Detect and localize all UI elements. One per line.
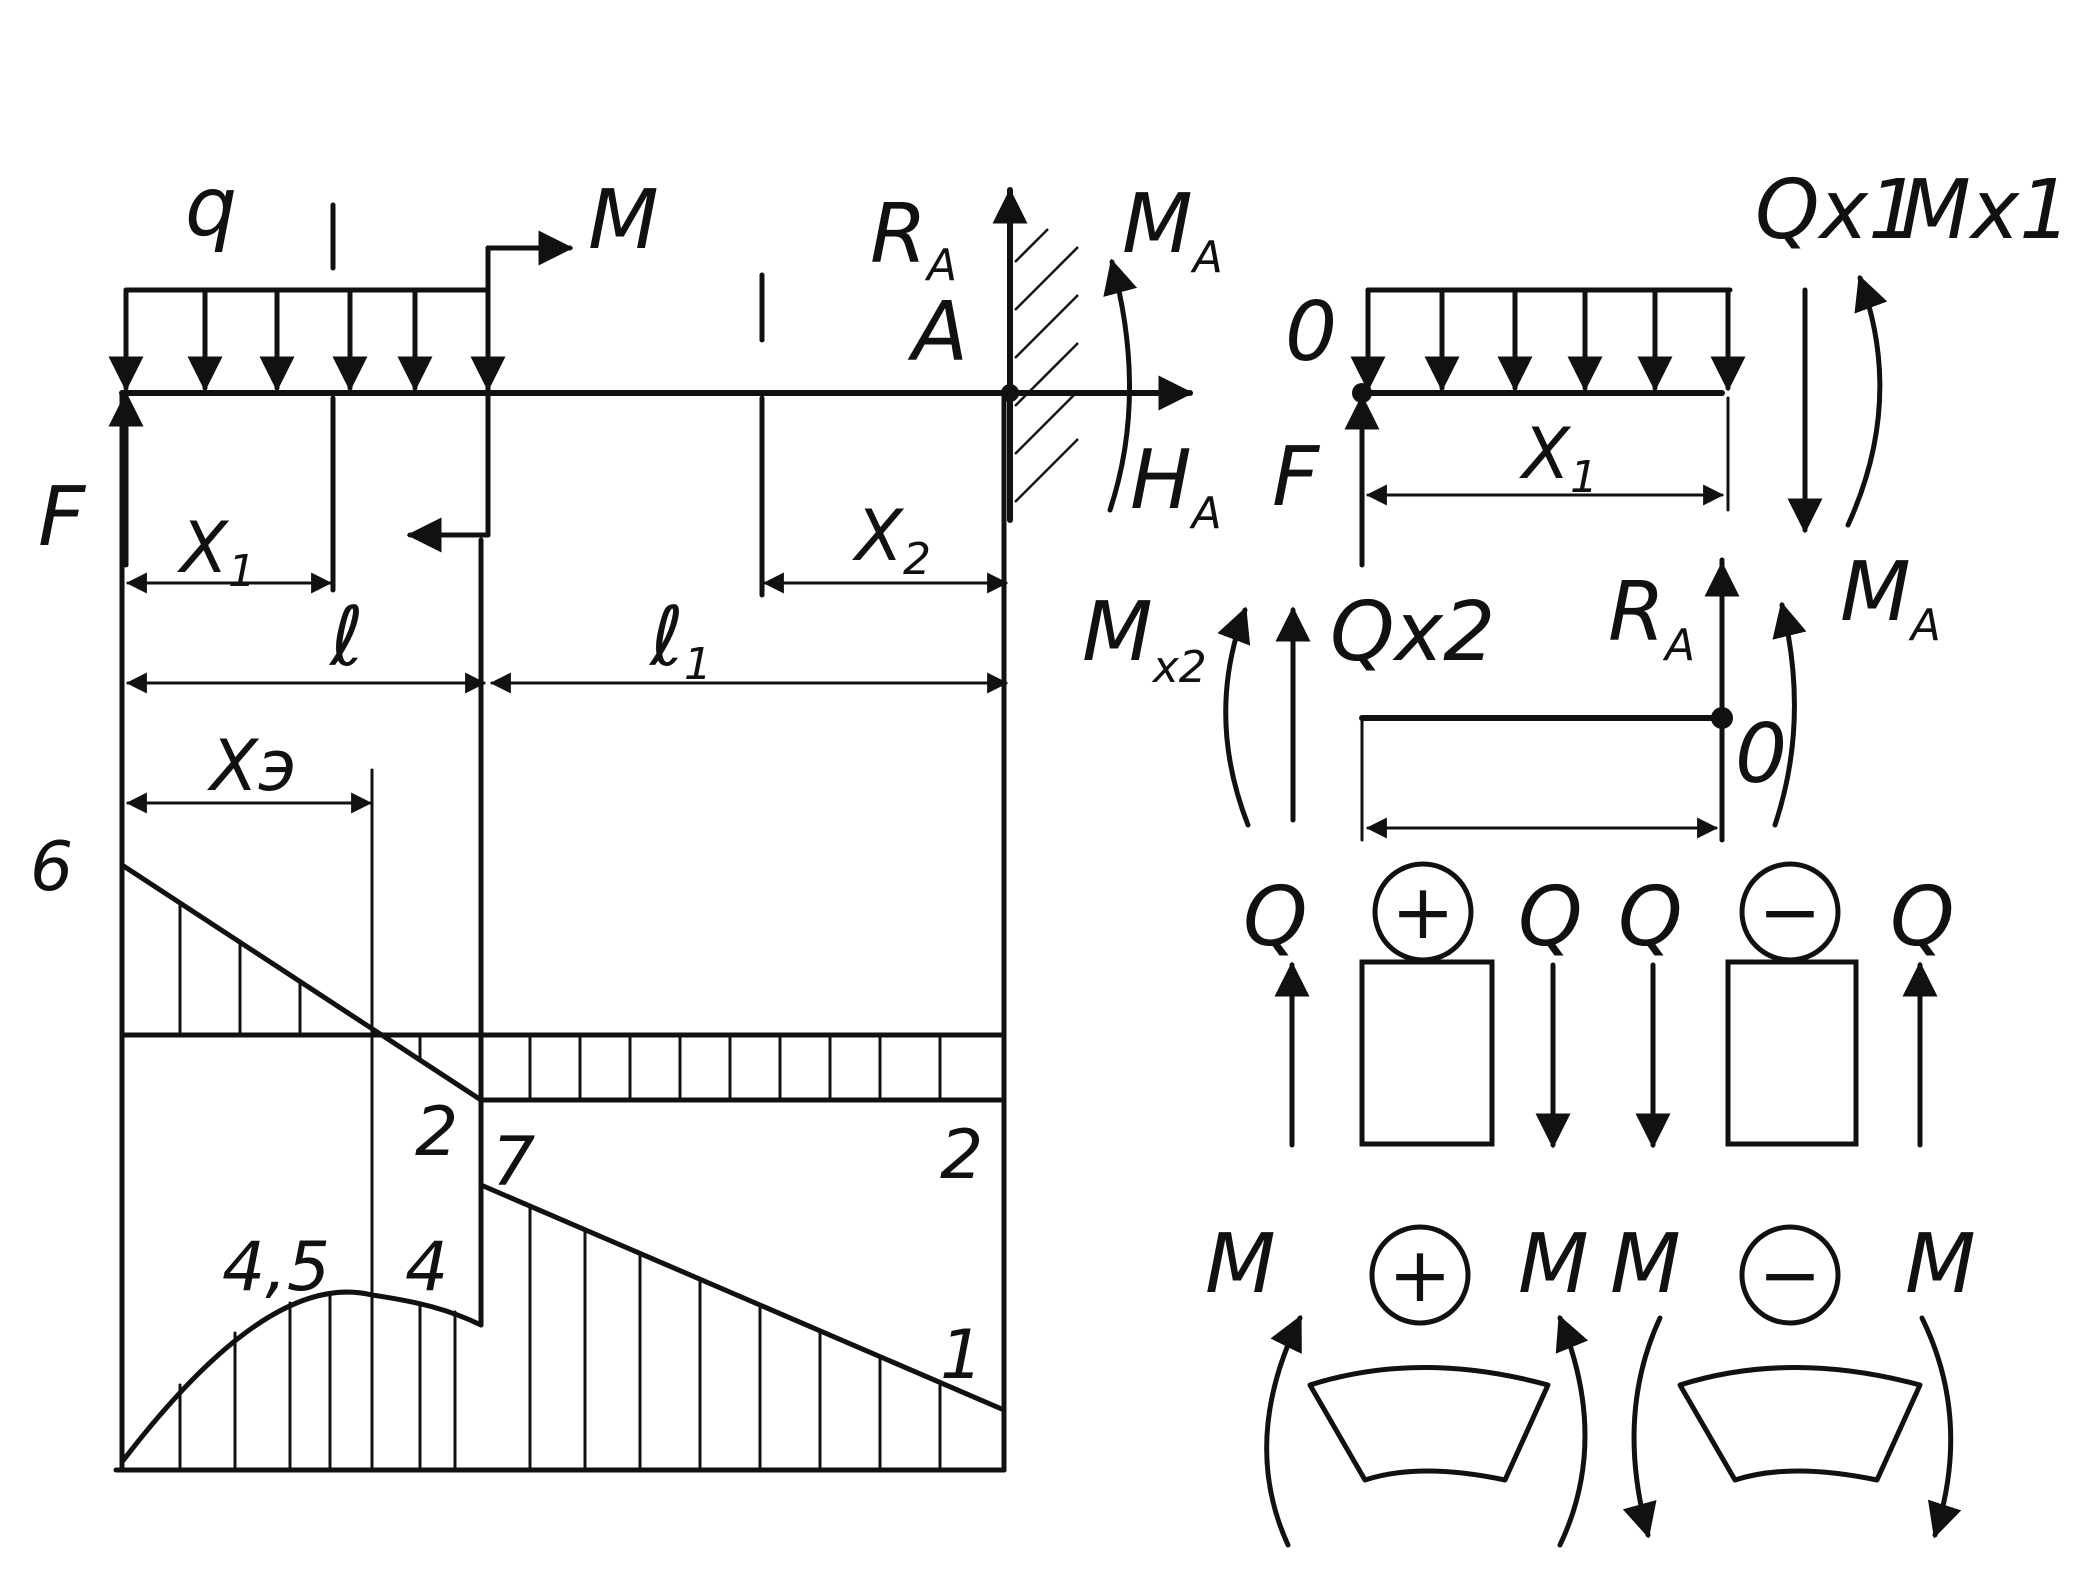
section-2-moment-label: MA [1840, 545, 1941, 651]
section-1-force-label: F [1272, 430, 1321, 525]
shear-minus-sign: − [1758, 867, 1822, 956]
moment-rule-m1: M [1205, 1217, 1276, 1312]
moment-line-segment-2 [478, 1182, 1007, 1413]
section-1-q-label: Qx1 [1755, 163, 1920, 258]
shear-plus-element [1359, 959, 1495, 1147]
section-2-free-body: RA MA 0 Qx2 Mx2 [1082, 545, 1941, 843]
distributed-load-label: q [185, 160, 237, 255]
shear-rule-q3: Q [1618, 870, 1683, 965]
moment-hatching [178, 1204, 942, 1472]
dim-x2-label: X2 [851, 495, 931, 585]
section-2-origin-label: 0 [1735, 707, 1787, 802]
dim-l1-label: ℓ1 [648, 590, 712, 690]
reaction-ra-label: RA [870, 187, 957, 291]
shear-value-mid: 2 [415, 1093, 458, 1172]
section-1-origin-label: 0 [1285, 285, 1337, 380]
moment-value-max: 4,5 [222, 1228, 330, 1307]
moment-plus-sign: + [1388, 1230, 1452, 1319]
dim-l-label: ℓ [328, 590, 364, 685]
moment-value-before-jump: 4 [405, 1228, 448, 1307]
moment-sign-rules: M + M M − M [1205, 1217, 1976, 1548]
shear-rule-q2: Q [1518, 870, 1583, 965]
section-1-m-label: Mx1 [1900, 163, 2071, 258]
section-2-q-label: Qx2 [1330, 585, 1495, 680]
moment-minus-element [1677, 1365, 1923, 1483]
section-2-m-label: Mx2 [1082, 585, 1207, 693]
force-f-label: F [38, 470, 87, 565]
section-1-free-body: 0 F X1 Qx1 Mx1 [1272, 163, 2071, 568]
shear-rule-q4: Q [1890, 870, 1955, 965]
moment-rule-m4: M [1905, 1217, 1976, 1312]
moment-rule-arrow-middle [1555, 1314, 1589, 1548]
moment-value-right: 1 [940, 1316, 983, 1395]
support-moment-ma-label: MA [1122, 177, 1223, 283]
moment-minus-sign: − [1758, 1230, 1822, 1319]
moment-rule-arrow-right [1622, 1315, 1663, 1539]
horizontal-ha-label: HA [1130, 433, 1222, 539]
shear-minus-element [1725, 959, 1859, 1147]
shear-rule-q1: Q [1243, 870, 1308, 965]
shear-hatching [178, 901, 942, 1102]
distributed-load-arrows [108, 287, 506, 392]
dim-xe-label: Xэ [206, 725, 296, 807]
moment-curve-segment-1 [119, 1289, 484, 1465]
shear-value-right: 2 [940, 1116, 983, 1195]
moment-value-after-jump: 7 [492, 1123, 535, 1202]
section-1-x1-label: X1 [1518, 413, 1598, 503]
support-a-label: A [907, 285, 968, 380]
section-2-moment-arrow [1772, 601, 1807, 828]
section-1-m-arrow [1845, 274, 1888, 528]
moment-m-label: M [588, 173, 659, 268]
shear-value-left: 6 [30, 828, 73, 907]
support-moment-ma-arrow [1103, 258, 1138, 513]
moment-rule-m3: M [1610, 1217, 1681, 1312]
support-hatching [1014, 228, 1079, 503]
moment-plus-element [1307, 1365, 1551, 1483]
moment-rule-arrow-left [1264, 1314, 1303, 1548]
moment-rule-arrow-far-right [1919, 1315, 1962, 1539]
section-1-load-arrows [1350, 287, 1746, 392]
shear-diagram: 6 2 2 [30, 828, 1007, 1195]
moment-rule-m2: M [1518, 1217, 1589, 1312]
section-2-m-arrow [1217, 606, 1251, 828]
dim-x1-label: X1 [176, 507, 256, 597]
beam-scheme: q M F RA A MA HA [38, 160, 1223, 814]
moment-diagram: 4,5 4 7 1 [113, 1123, 1007, 1473]
section-2-reaction-label: RA [1608, 565, 1695, 671]
moment-minus-circle [1739, 1224, 1841, 1326]
shear-plus-sign: + [1391, 867, 1455, 956]
moment-plus-circle [1369, 1224, 1471, 1326]
shear-sign-rules: Q + Q Q − Q [1243, 861, 1955, 1149]
